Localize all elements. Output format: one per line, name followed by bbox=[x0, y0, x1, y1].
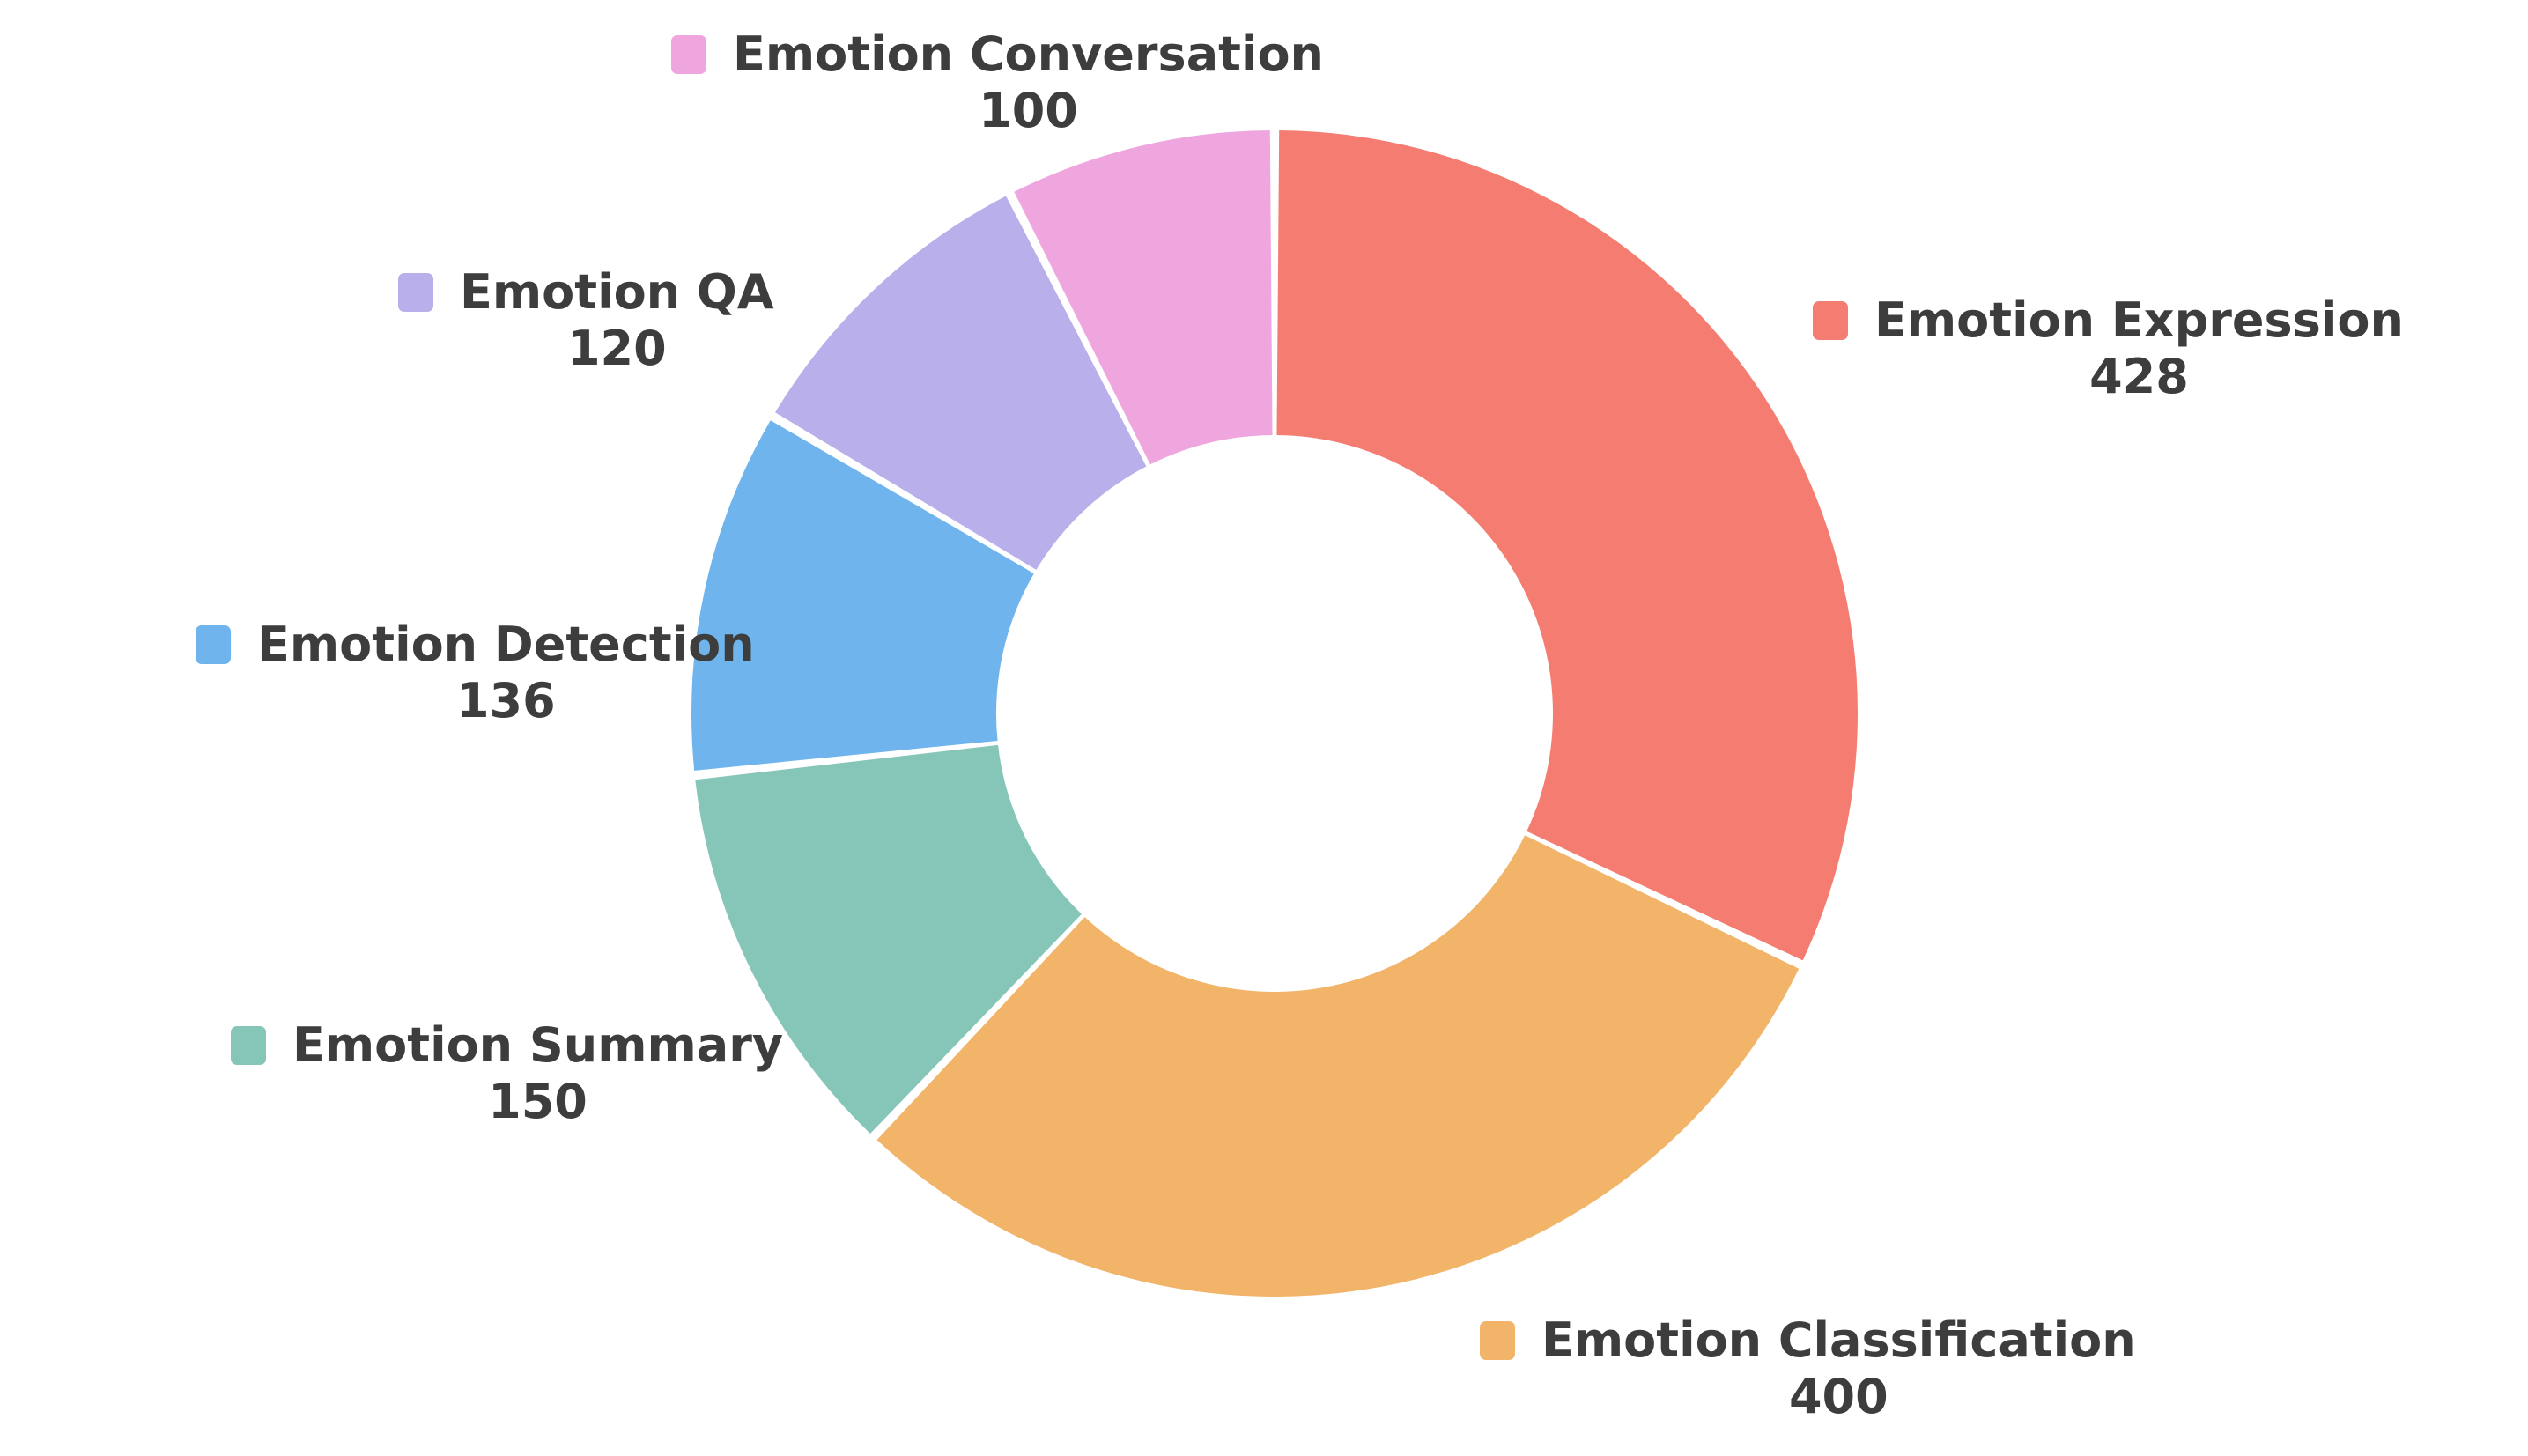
legend-swatch-emotion-qa bbox=[398, 273, 433, 312]
donut-slice-emotion-classification[interactable] bbox=[876, 835, 1800, 1297]
donut-slice-emotion-conversation[interactable] bbox=[1014, 130, 1273, 465]
donut-slice-emotion-expression[interactable] bbox=[1276, 130, 1858, 961]
donut-slice-group bbox=[691, 130, 1858, 1297]
legend-swatch-emotion-classification bbox=[1480, 1321, 1515, 1360]
legend-label-emotion-summary: Emotion Summary bbox=[292, 1017, 784, 1073]
legend-item-emotion-conversation[interactable]: Emotion Conversation 100 bbox=[671, 26, 1324, 138]
legend-text-emotion-conversation: Emotion Conversation 100 bbox=[733, 26, 1324, 138]
legend-label-emotion-conversation: Emotion Conversation bbox=[733, 26, 1324, 82]
legend-value-emotion-expression: 428 bbox=[2089, 348, 2189, 404]
legend-label-emotion-qa: Emotion QA bbox=[460, 264, 774, 320]
legend-item-emotion-qa[interactable]: Emotion QA 120 bbox=[398, 264, 774, 376]
legend-swatch-emotion-summary bbox=[231, 1026, 266, 1065]
legend-item-emotion-classification[interactable]: Emotion Classification 400 bbox=[1480, 1312, 2136, 1424]
legend-value-emotion-classification: 400 bbox=[1788, 1368, 1889, 1424]
donut-slice-emotion-detection[interactable] bbox=[691, 420, 1034, 771]
legend-text-emotion-qa: Emotion QA 120 bbox=[460, 264, 774, 376]
legend-text-emotion-detection: Emotion Detection 136 bbox=[257, 617, 755, 728]
legend-label-emotion-expression: Emotion Expression bbox=[1874, 292, 2404, 348]
legend-value-emotion-conversation: 100 bbox=[979, 82, 1078, 138]
legend-swatch-emotion-expression bbox=[1813, 301, 1848, 340]
donut-slice-emotion-summary[interactable] bbox=[695, 744, 1082, 1134]
legend-text-emotion-expression: Emotion Expression 428 bbox=[1874, 292, 2404, 404]
legend-label-emotion-detection: Emotion Detection bbox=[257, 617, 755, 672]
legend-value-emotion-qa: 120 bbox=[566, 320, 667, 376]
legend-text-emotion-classification: Emotion Classification 400 bbox=[1541, 1312, 2136, 1424]
donut-slice-emotion-qa[interactable] bbox=[775, 196, 1147, 570]
legend-value-emotion-summary: 150 bbox=[488, 1073, 588, 1129]
legend-swatch-emotion-conversation bbox=[671, 35, 706, 74]
legend-text-emotion-summary: Emotion Summary 150 bbox=[292, 1017, 783, 1129]
legend-swatch-emotion-detection bbox=[196, 625, 231, 664]
legend-item-emotion-summary[interactable]: Emotion Summary 150 bbox=[231, 1017, 783, 1129]
legend-item-emotion-expression[interactable]: Emotion Expression 428 bbox=[1813, 292, 2404, 404]
legend-item-emotion-detection[interactable]: Emotion Detection 136 bbox=[196, 617, 755, 728]
legend-value-emotion-detection: 136 bbox=[455, 672, 556, 728]
legend-label-emotion-classification: Emotion Classification bbox=[1541, 1312, 2136, 1368]
